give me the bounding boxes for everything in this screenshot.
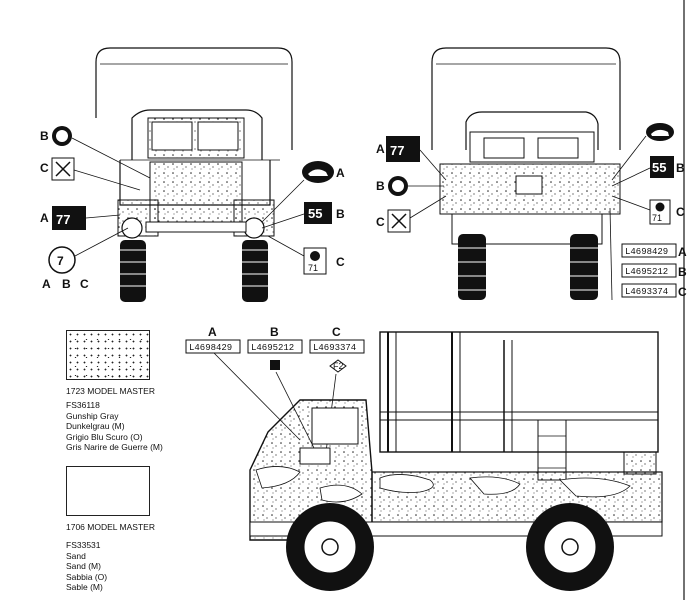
registration-number: L4695212 xyxy=(251,343,294,353)
abc-label: B xyxy=(62,277,71,291)
legend-title: 1723 MODEL MASTER xyxy=(66,386,155,396)
globe-emblem-icon xyxy=(310,251,320,261)
circle-number-badge xyxy=(48,246,76,274)
cab xyxy=(131,109,263,160)
callout-letter: C xyxy=(336,255,345,269)
number-plate-55 xyxy=(304,202,332,224)
registration-plate xyxy=(185,339,241,354)
registration-plate xyxy=(621,283,677,298)
callout-letter: A xyxy=(208,325,217,339)
globe-emblem-icon xyxy=(655,202,665,212)
callout-letter: C xyxy=(376,215,385,229)
rear-view: A 77 B C 55 B 71 C L4698429 A L4695212 B xyxy=(376,47,687,301)
circle-number: 7 xyxy=(57,254,64,268)
headlight-left xyxy=(121,217,143,239)
registration-plate xyxy=(621,263,677,278)
plain-swatch xyxy=(66,466,150,516)
side-window xyxy=(311,407,359,445)
number-55: 55 xyxy=(652,160,666,175)
registration-plate xyxy=(309,339,365,354)
legend-code: FS33531 xyxy=(66,540,101,550)
camo-swatch xyxy=(66,330,150,380)
callout-letter: B xyxy=(40,129,49,143)
registration-plate xyxy=(247,339,303,354)
side-view: A L4698429 B L4695212 C L4693374 F2 xyxy=(185,325,663,591)
windscreen-left xyxy=(151,121,193,151)
legend-name: Gunship Gray xyxy=(66,410,119,421)
canvas-cover xyxy=(431,47,621,150)
small-number-71: 71 xyxy=(308,263,318,273)
callout-letter: B xyxy=(336,207,345,221)
number-plate-55 xyxy=(650,156,674,178)
callout-letter: A xyxy=(40,211,49,225)
front-wheel-left xyxy=(120,240,146,302)
radiator-grille xyxy=(149,161,243,223)
cab-rear xyxy=(465,111,599,150)
registration-number: L4693374 xyxy=(313,343,356,353)
legend-code: FS36118 xyxy=(66,400,100,410)
callout-letter: A xyxy=(376,142,385,156)
front-view: B C A 77 7 A B C A 55 B 71 C xyxy=(40,47,345,302)
rear-window-right xyxy=(537,137,579,159)
callout-letter: C xyxy=(678,285,687,299)
callout-letter: B xyxy=(376,179,385,193)
rear-window-left xyxy=(483,137,525,159)
ladder xyxy=(537,419,567,481)
tag-diamond-icon xyxy=(329,359,347,373)
bumper xyxy=(145,221,247,233)
tool-box xyxy=(623,451,657,475)
tag-label: F2 xyxy=(333,361,344,371)
callout-letter: C xyxy=(332,325,341,339)
callout-letter: A xyxy=(678,245,687,259)
rear-wheel-left xyxy=(458,234,486,300)
legend-name: Sand xyxy=(66,550,86,561)
legend-name: Dunkelgrau (M) xyxy=(66,421,125,431)
registration-number: L4698429 xyxy=(189,343,232,353)
canvas-cover xyxy=(95,47,293,150)
callout-letter: C xyxy=(40,161,49,175)
small-number-71: 71 xyxy=(652,213,662,223)
door-plate xyxy=(299,447,331,465)
callout-letter: B xyxy=(676,161,685,175)
number-plate-77 xyxy=(386,136,420,162)
registration-number: L4698429 xyxy=(625,247,668,257)
headlight-right xyxy=(243,217,265,239)
rear-wheel-right xyxy=(570,234,598,300)
registration-number: L4695212 xyxy=(625,267,668,277)
callout-letter: B xyxy=(270,325,279,339)
callout-letter: A xyxy=(336,166,345,180)
callout-letter: B xyxy=(678,265,687,279)
number-55: 55 xyxy=(308,206,322,221)
windscreen-right xyxy=(197,121,239,151)
colour-chip-icon xyxy=(270,360,280,370)
registration-number: L4693374 xyxy=(625,287,668,297)
callout-letter: C xyxy=(676,205,685,219)
front-wheel-right xyxy=(242,240,268,302)
legend-name: Grigio Blu Scuro (O) xyxy=(66,431,143,442)
legend-name: Gris Narire de Guerre (M) xyxy=(66,442,163,452)
small-plate-71 xyxy=(649,199,671,225)
abc-label: C xyxy=(80,277,89,291)
spare-winch xyxy=(515,175,543,195)
abc-label: A xyxy=(42,277,51,291)
canopy-frame xyxy=(379,331,659,453)
registration-plate xyxy=(621,243,677,258)
legend-name: Sabbia (O) xyxy=(66,571,108,582)
number-plate-77 xyxy=(52,206,86,230)
legend-name: Sand (M) xyxy=(66,561,101,571)
legend-name: Sable (M) xyxy=(66,582,103,592)
number-77: 77 xyxy=(390,143,404,158)
legend-title: 1706 MODEL MASTER xyxy=(66,522,155,532)
number-77: 77 xyxy=(56,212,70,227)
